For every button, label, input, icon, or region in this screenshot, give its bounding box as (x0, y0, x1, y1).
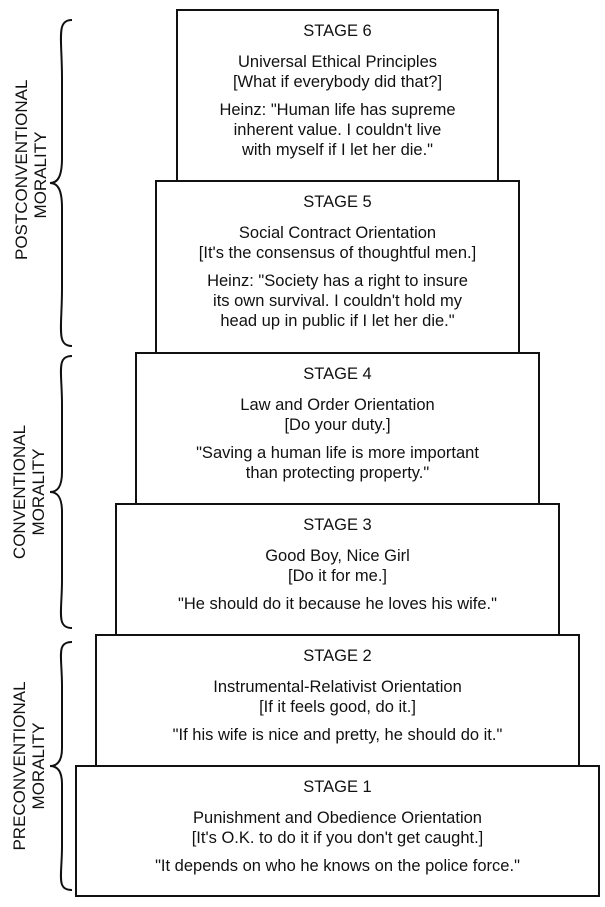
conventional-morality-label: CONVENTIONAL MORALITY (10, 417, 48, 567)
stage-3-motto: [Do it for me.] (287, 567, 388, 585)
stage-3-quote: "He should do it because he loves his wi… (178, 595, 497, 613)
stage-4-name: Law and Order Orientation (240, 396, 435, 414)
stage-4-box: STAGE 4 Law and Order Orientation [Do yo… (135, 352, 540, 505)
postconventional-brace-icon (49, 19, 73, 347)
morality-line: MORALITY (29, 448, 48, 536)
stage-1-heading: STAGE 1 (303, 778, 372, 796)
conventional-brace-icon (49, 355, 73, 629)
morality-line: MORALITY (29, 722, 48, 810)
postconventional-line: POSTCONVENTIONAL (12, 79, 31, 260)
stage-6-quote: Heinz: "Human life has supreme inherent … (219, 101, 456, 159)
stage-3-heading: STAGE 3 (303, 516, 372, 534)
stage-2-heading: STAGE 2 (303, 647, 372, 665)
stage-5-motto: [It's the consensus of thoughtful men.] (198, 244, 477, 262)
stage-2-motto: [If it feels good, do it.] (259, 698, 416, 716)
stage-1-quote: "It depends on who he knows on the polic… (155, 857, 520, 875)
stage-5-heading: STAGE 5 (303, 193, 372, 211)
stage-3-name: Good Boy, Nice Girl (265, 547, 410, 565)
stage-4-motto: [Do your duty.] (284, 416, 391, 434)
postconventional-morality-label: POSTCONVENTIONAL MORALITY (12, 79, 50, 260)
stage-5-name: Social Contract Orientation (238, 224, 437, 242)
stage-1-motto: [It's O.K. to do it if you don't get cau… (191, 829, 484, 847)
stage-2-box: STAGE 2 Instrumental-Relativist Orientat… (95, 634, 580, 767)
stage-2-quote: "If his wife is nice and pretty, he shou… (172, 726, 503, 744)
stage-6-name: Universal Ethical Principles (238, 53, 437, 71)
stage-4-heading: STAGE 4 (303, 365, 372, 383)
stage-2-name: Instrumental-Relativist Orientation (213, 678, 462, 696)
stage-5-box: STAGE 5 Social Contract Orientation [It'… (155, 180, 520, 354)
conventional-line: CONVENTIONAL (10, 424, 29, 560)
stage-1-box: STAGE 1 Punishment and Obedience Orienta… (75, 765, 600, 897)
stage-5-quote: Heinz: "Society has a right to insure it… (207, 272, 468, 330)
stage-6-box: STAGE 6 Universal Ethical Principles [Wh… (176, 9, 499, 182)
stage-3-box: STAGE 3 Good Boy, Nice Girl [Do it for m… (115, 503, 560, 636)
preconventional-brace-icon (49, 641, 73, 891)
stage-4-quote: "Saving a human life is more important t… (196, 444, 479, 482)
stage-1-name: Punishment and Obedience Orientation (193, 809, 482, 827)
preconventional-morality-label: PRECONVENTIONAL MORALITY (10, 681, 48, 851)
stage-6-heading: STAGE 6 (303, 22, 372, 40)
preconventional-line: PRECONVENTIONAL (10, 681, 29, 851)
stage-6-motto: [What if everybody did that?] (232, 73, 443, 91)
morality-line: MORALITY (31, 131, 50, 219)
